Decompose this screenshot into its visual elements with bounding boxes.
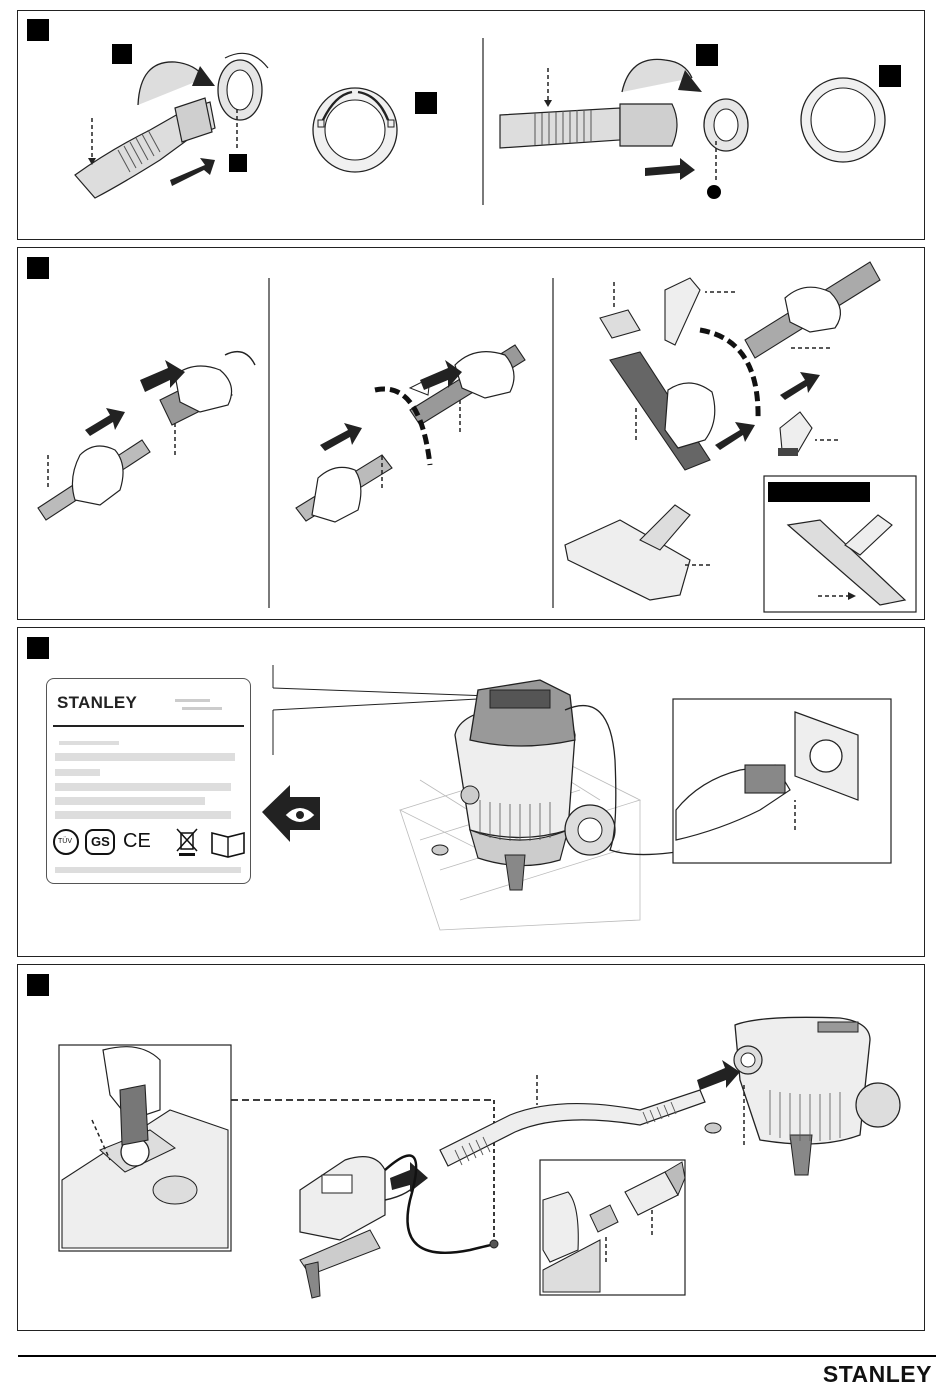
footer-rule [18,1355,936,1357]
footer-brand-logo: STANLEY [823,1361,932,1388]
